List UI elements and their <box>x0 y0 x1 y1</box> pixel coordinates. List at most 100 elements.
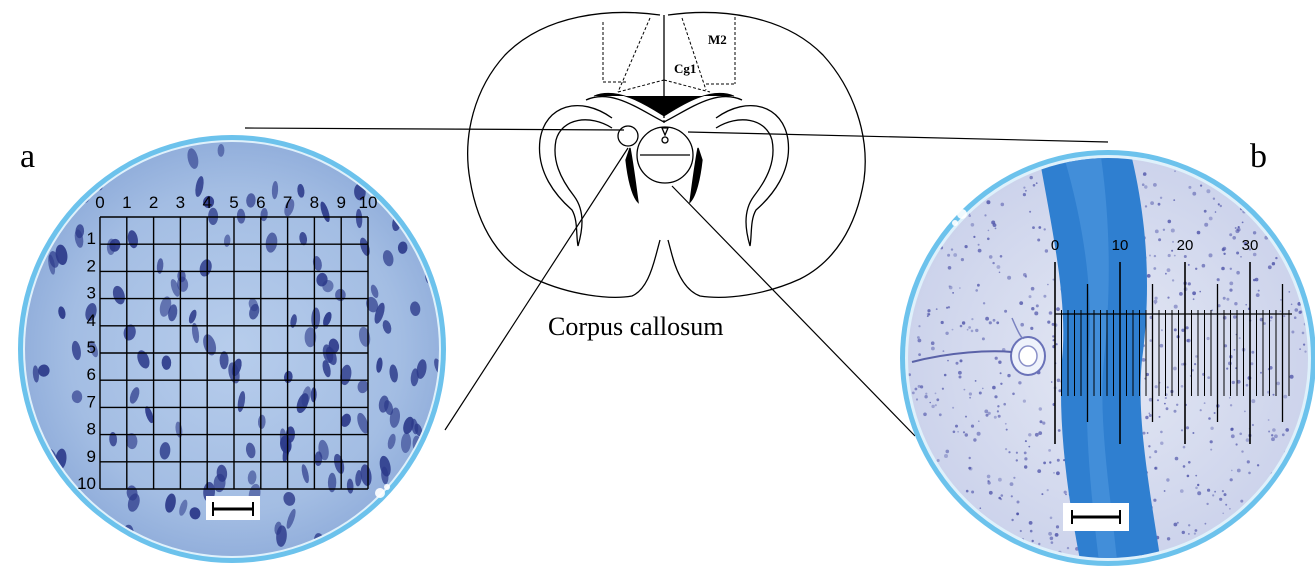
stained-cell <box>945 332 948 335</box>
stained-cell <box>1188 533 1190 535</box>
cell-nucleus <box>397 483 410 500</box>
scale-bar-a <box>206 496 260 520</box>
stained-cell <box>1039 407 1042 410</box>
stained-cell <box>1149 456 1151 458</box>
stained-cell <box>1289 479 1292 482</box>
stained-cell <box>973 236 975 238</box>
stained-cell <box>1058 429 1061 432</box>
stained-cell <box>1186 326 1189 329</box>
stained-cell <box>984 528 986 530</box>
stained-cell <box>1192 432 1194 434</box>
stained-cell <box>947 360 949 362</box>
cell-nucleus <box>220 351 229 369</box>
stained-cell <box>1197 491 1201 495</box>
stained-cell <box>1299 190 1302 193</box>
stained-cell <box>1000 498 1002 500</box>
stained-cell <box>1220 205 1222 207</box>
stained-cell <box>1188 264 1190 266</box>
stained-cell <box>1023 193 1026 196</box>
grid-row-label: 3 <box>87 284 96 303</box>
stained-cell <box>915 388 918 391</box>
stained-cell <box>1171 229 1175 233</box>
stained-cell <box>1048 449 1051 452</box>
stained-cell <box>1174 410 1177 413</box>
stained-cell <box>1307 291 1309 293</box>
stained-cell <box>1010 482 1014 486</box>
stained-cell <box>931 341 935 345</box>
stained-cell <box>943 539 946 542</box>
stained-cell <box>978 249 982 253</box>
stained-cell <box>953 253 957 257</box>
grid-column-label: 10 <box>359 193 378 212</box>
stained-cell <box>969 457 971 459</box>
stained-cell <box>1188 461 1191 464</box>
stained-cell <box>953 431 956 434</box>
stained-cell <box>910 534 914 538</box>
stained-cell <box>1000 255 1003 258</box>
stained-cell <box>1153 183 1157 187</box>
stained-cell <box>1302 191 1304 193</box>
ruler-tick-label: 10 <box>1112 237 1129 254</box>
stained-cell <box>988 230 990 232</box>
stained-cell <box>1200 409 1202 411</box>
stained-cell <box>923 510 926 513</box>
stained-cell <box>1067 547 1069 549</box>
stained-cell <box>1268 419 1270 421</box>
stained-cell <box>1019 301 1023 305</box>
stained-cell <box>1017 501 1020 504</box>
stained-cell <box>955 425 958 428</box>
stained-cell <box>1144 185 1147 188</box>
stained-cell <box>1011 519 1013 521</box>
stained-cell <box>952 204 955 207</box>
stained-cell <box>1229 508 1231 510</box>
stained-cell <box>1280 299 1282 301</box>
stained-cell <box>1176 404 1178 406</box>
cell-nucleus <box>429 224 435 238</box>
stained-cell <box>914 198 917 201</box>
stained-cell <box>1154 467 1157 470</box>
stained-cell <box>1200 185 1202 187</box>
stained-cell <box>1222 490 1224 492</box>
stained-cell <box>1048 532 1052 536</box>
stained-cell <box>909 292 911 294</box>
stained-cell <box>1195 268 1197 270</box>
grid-row-label: 9 <box>87 447 96 466</box>
stained-cell <box>1038 226 1041 229</box>
stained-cell <box>1018 381 1021 384</box>
stained-cell <box>966 490 969 493</box>
stained-cell <box>1049 461 1051 463</box>
stained-cell <box>911 533 913 535</box>
stained-cell <box>948 306 950 308</box>
stained-cell <box>932 518 934 520</box>
stained-cell <box>971 330 974 333</box>
stained-cell <box>995 357 998 360</box>
grid-row-label: 4 <box>87 311 96 330</box>
stained-cell <box>1053 472 1055 474</box>
stained-cell <box>1210 440 1213 443</box>
stained-cell <box>1031 307 1034 310</box>
stained-cell <box>909 434 911 436</box>
stained-cell <box>1268 431 1270 433</box>
cell-nucleus <box>361 527 372 540</box>
stained-cell <box>1028 446 1030 448</box>
stained-cell <box>930 179 934 183</box>
stained-cell <box>1209 253 1213 257</box>
grid-column-label: 9 <box>336 193 345 212</box>
stained-cell <box>935 393 937 395</box>
stained-cell <box>965 245 968 248</box>
stained-cell <box>1273 394 1275 396</box>
stained-cell <box>1174 170 1176 172</box>
stained-cell <box>954 518 957 521</box>
stained-cell <box>907 223 909 225</box>
stained-cell <box>1235 559 1238 562</box>
stained-cell <box>1147 274 1151 278</box>
stained-cell <box>1268 265 1272 269</box>
stained-cell <box>1208 166 1210 168</box>
stained-cell <box>1223 316 1227 320</box>
stained-cell <box>1288 291 1290 293</box>
stained-cell <box>1259 212 1262 215</box>
stained-cell <box>1029 521 1033 525</box>
stained-cell <box>1166 407 1169 410</box>
stained-cell <box>1285 428 1289 432</box>
